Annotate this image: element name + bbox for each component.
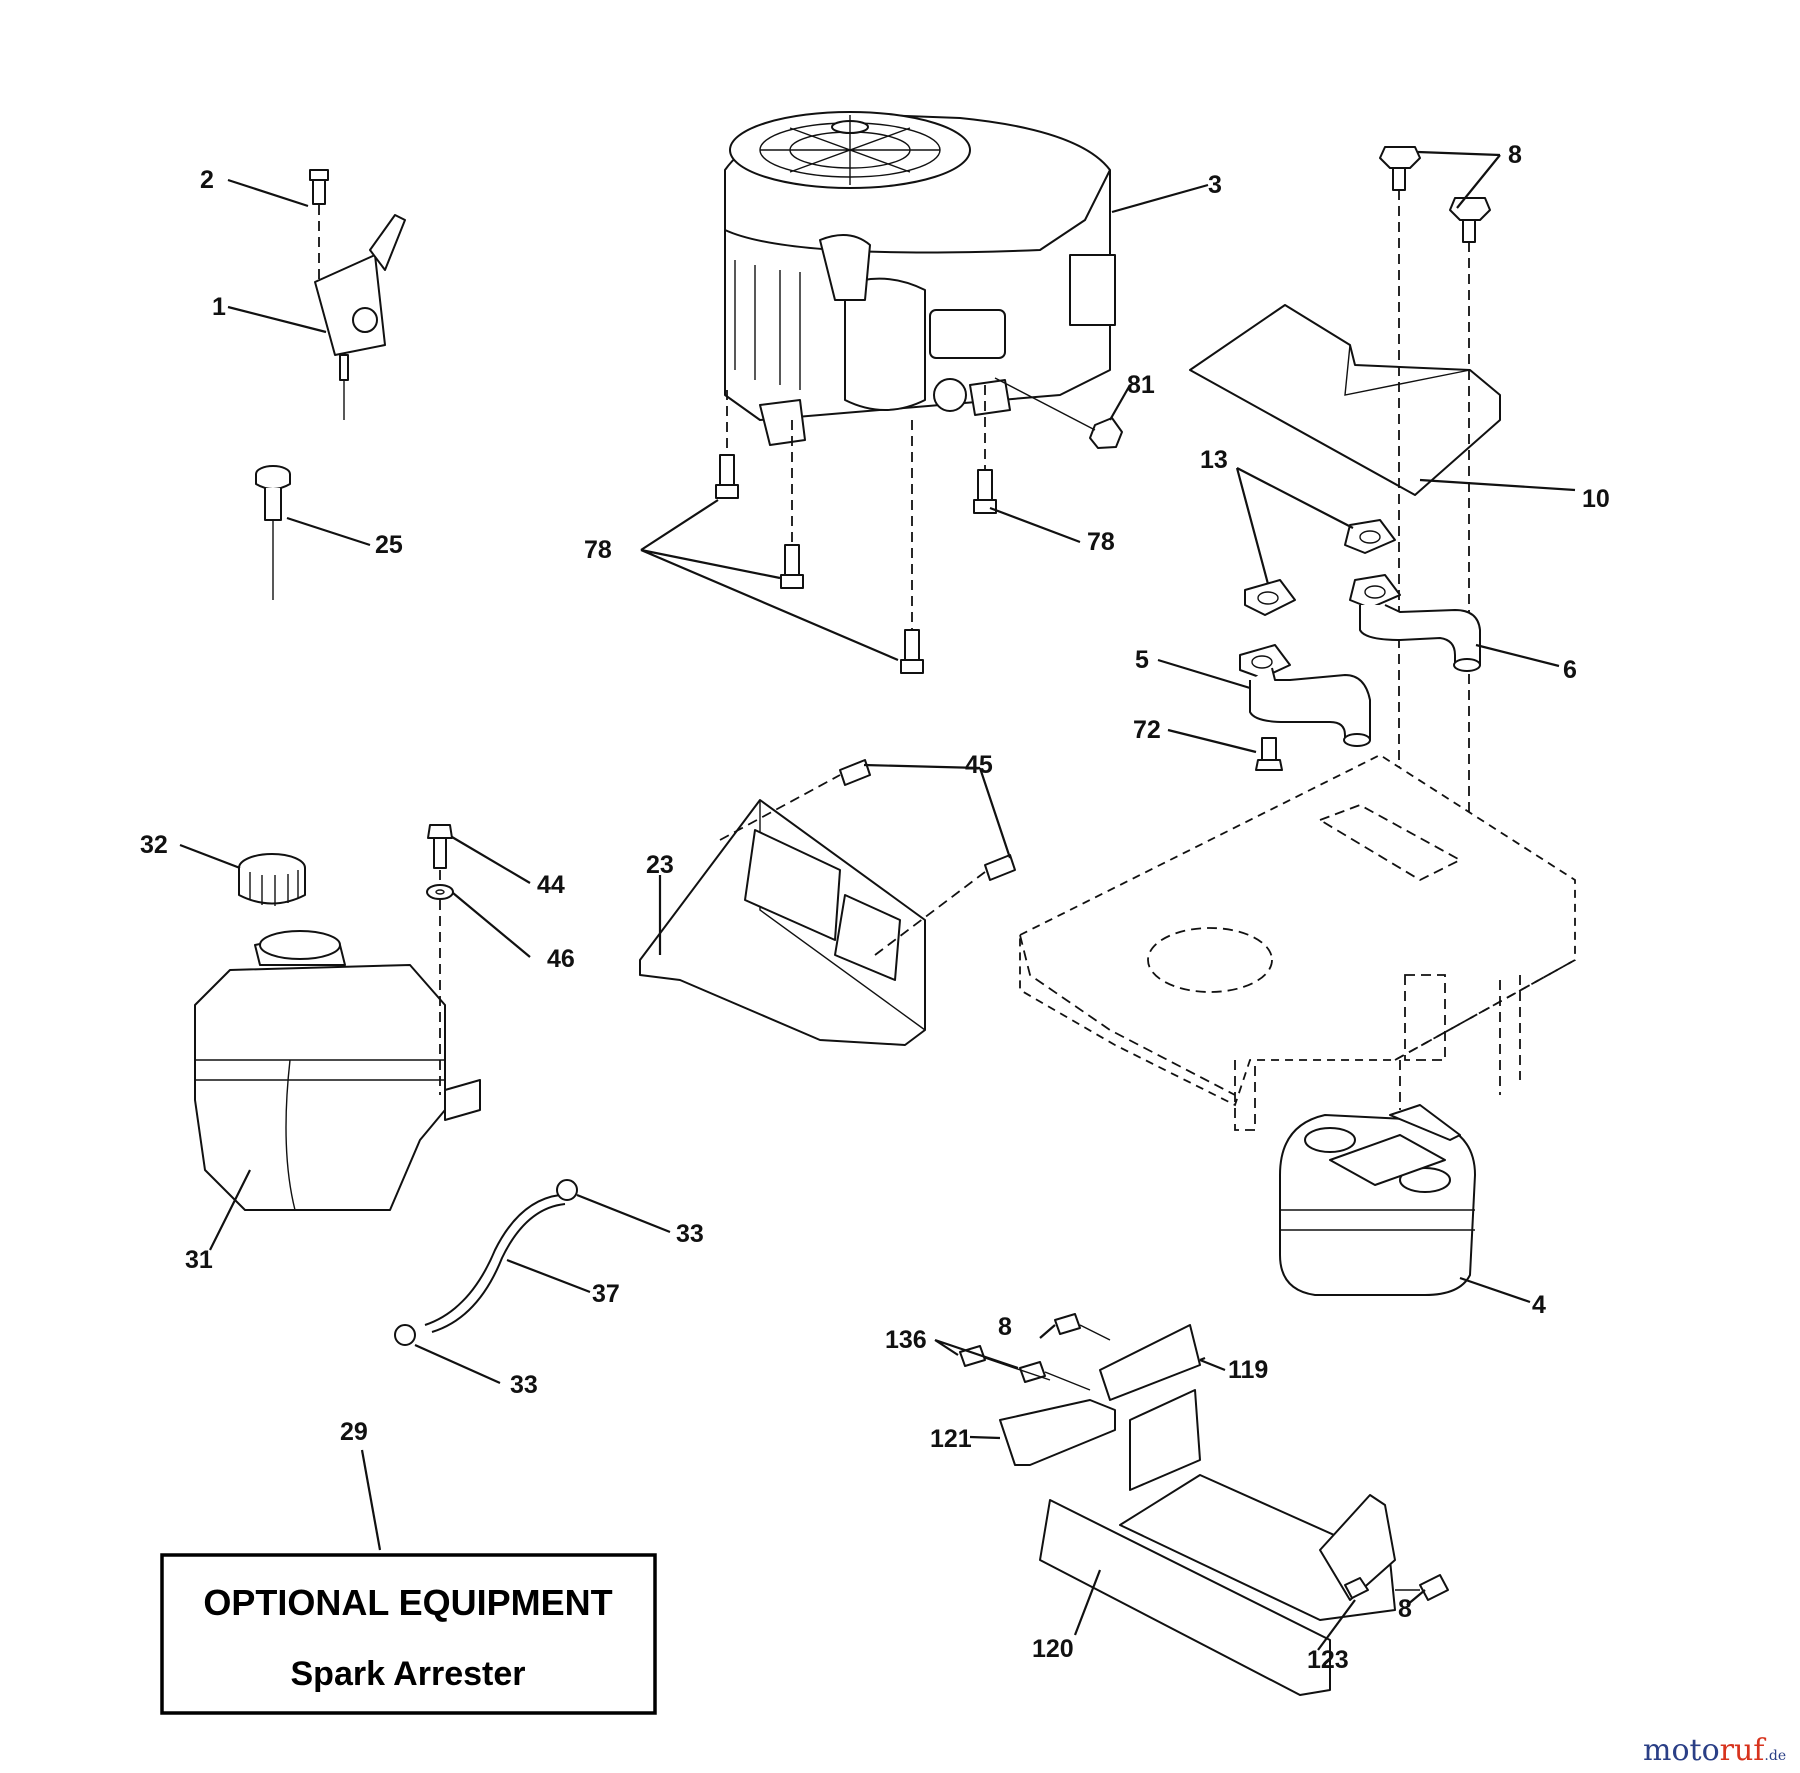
callout-33-lower: 33 [510,1371,538,1399]
callout-10: 10 [1582,485,1610,513]
callout-5: 5 [1135,646,1149,674]
callout-3: 3 [1208,171,1222,199]
exhaust-manifold-illustration [1239,519,1481,747]
callout-31: 31 [185,1246,213,1274]
fuel-cap-illustration [238,853,306,906]
tank-screw-illustration [426,824,454,1095]
choke-knob-illustration [255,465,291,600]
callout-45: 45 [965,751,993,779]
callout-120: 120 [1032,1635,1074,1663]
callout-4: 4 [1532,1291,1546,1319]
callout-33-upper: 33 [676,1220,704,1248]
callout-123: 123 [1307,1646,1349,1674]
callout-78-left: 78 [584,536,612,564]
callout-13: 13 [1200,446,1228,474]
throttle-control-illustration [309,169,406,420]
callout-44: 44 [537,871,565,899]
fuel-tank-illustration [194,930,481,1211]
optional-equipment-box: OPTIONAL EQUIPMENT Spark Arrester [160,1553,657,1715]
fuel-line-illustration [394,1179,578,1346]
spark-arrester-illustration [959,1313,1449,1696]
muffler-illustration [1279,1104,1476,1296]
callout-25: 25 [375,531,403,559]
callout-32: 32 [140,831,168,859]
heat-shield-bracket-illustration [639,759,1016,1046]
callout-1: 1 [212,293,226,321]
engine-illustration [724,111,1116,446]
callout-78-right: 78 [1087,528,1115,556]
watermark-logo: motoruf.de [1643,1733,1786,1768]
optional-equipment-title: OPTIONAL EQUIPMENT [203,1582,612,1623]
shield-bolts-illustration [1379,146,1491,243]
callout-labels: 2 1 3 8 10 13 5 6 72 81 78 78 25 45 23 3… [140,141,1610,1674]
callout-8-bottom: 8 [1398,1595,1412,1623]
callout-8-top: 8 [1508,141,1522,169]
chassis-frame-illustration [1019,753,1576,1131]
leader-lines [179,150,1576,1651]
svg-text:motoruf.de: motoruf.de [1643,1733,1786,1768]
callout-6: 6 [1563,656,1577,684]
callout-37: 37 [592,1280,620,1308]
callout-23: 23 [646,851,674,879]
engine-mount-bolts-illustration [715,454,997,674]
heat-shield-illustration [1189,304,1501,496]
callout-81: 81 [1127,371,1155,399]
callout-2: 2 [200,166,214,194]
callout-119: 119 [1228,1356,1268,1384]
callout-121: 121 [930,1425,972,1453]
bolt-72-illustration [1255,737,1283,771]
callout-136: 136 [885,1326,927,1354]
spark-arrester-label: Spark Arrester [291,1655,526,1693]
callout-29: 29 [340,1418,368,1446]
callout-72: 72 [1133,716,1161,744]
callout-8-middle: 8 [998,1313,1012,1341]
callout-46: 46 [547,945,575,973]
